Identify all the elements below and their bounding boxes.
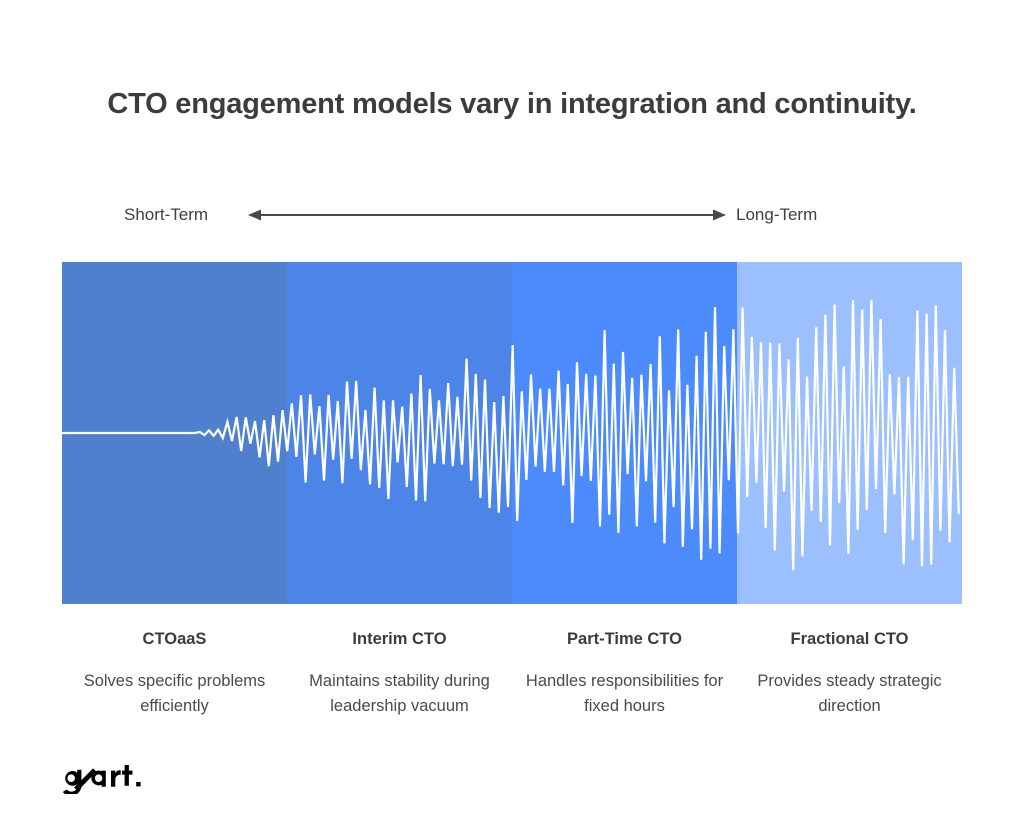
caption-interim-cto: Interim CTO Maintains stability during l… (287, 630, 512, 750)
caption-ctoaas: CTOaaS Solves specific problems efficien… (62, 630, 287, 750)
axis-label-short-term: Short-Term (124, 205, 209, 224)
band-interim-cto (287, 262, 512, 604)
column-captions: CTOaaS Solves specific problems efficien… (62, 630, 962, 750)
caption-fractional-cto: Fractional CTO Provides steady strategic… (737, 630, 962, 750)
caption-description: Maintains stability during leadership va… (309, 672, 490, 715)
band-strip (62, 262, 962, 604)
timeline-axis: Short-Term Long-Term (62, 200, 962, 230)
caption-title: Interim CTO (352, 630, 447, 648)
caption-description: Solves specific problems efficiently (83, 672, 266, 715)
caption-part-time-cto: Part-Time CTO Handles responsibilities f… (512, 630, 737, 750)
page-title: CTO engagement models vary in integratio… (107, 88, 917, 120)
caption-title: Fractional CTO (790, 630, 909, 648)
caption-title: CTOaaS (142, 630, 207, 648)
band-part-time-cto (512, 262, 737, 604)
double-arrow-icon (248, 209, 726, 221)
axis-label-long-term: Long-Term (736, 205, 818, 224)
gart-logo (62, 765, 141, 794)
caption-description: Provides steady strategic direction (757, 672, 942, 715)
caption-description: Handles responsibilities for fixed hours (525, 672, 724, 715)
band-ctoaas (62, 262, 287, 604)
caption-title: Part-Time CTO (567, 630, 682, 648)
band-fractional-cto (737, 262, 962, 604)
